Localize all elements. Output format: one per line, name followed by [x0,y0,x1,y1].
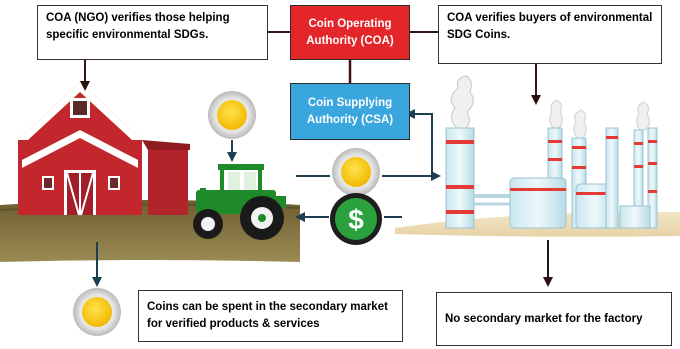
coin-icon [73,288,121,336]
factory-illustration [445,75,658,229]
arrow-factory-to-csa [405,109,433,178]
dollar-symbol: $ [348,204,364,235]
no-secondary-market-note: No secondary market for the factory [436,292,672,346]
tractor-illustration [193,164,286,240]
dollar-coin-icon: $ [330,193,382,245]
coa-box: Coin Operating Authority (COA) [290,5,410,60]
buyer-verifies-note: COA verifies buyers of environmental SDG… [438,5,662,64]
secondary-market-note: Coins can be spent in the secondary mark… [138,290,403,342]
coin-icon [332,148,380,196]
coin-icon [208,91,256,139]
connectors [80,31,553,287]
csa-box: Coin Supplying Authority (CSA) [290,83,410,140]
ngo-verifies-note: COA (NGO) verifies those helping specifi… [37,5,268,60]
barn-illustration [18,82,190,216]
